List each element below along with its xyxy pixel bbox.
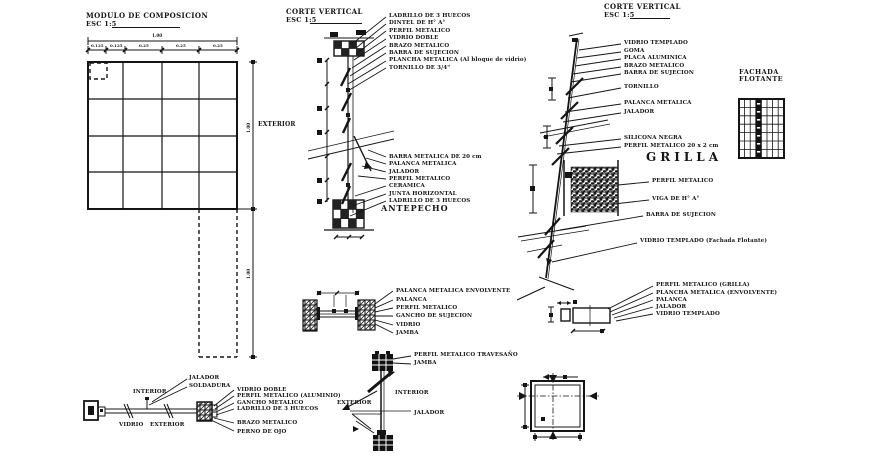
modulo-dim-2: 0.25 — [139, 43, 149, 48]
callout-travesano-jamba: JAMBA — [414, 360, 437, 366]
callout-gp-3: JALADOR — [656, 304, 687, 310]
modulo-grid-drawing — [85, 37, 257, 359]
callout-corte1-top-0: LADRILLO DE 3 HUECOS — [389, 13, 471, 19]
callout-bl-soldadura: SOLDADURA — [189, 383, 231, 389]
callout-bl-right-5: PERNO DE OJO — [237, 429, 287, 435]
callout-bl-right-0: VIDRIO DOBLE — [237, 387, 287, 393]
callout-jamb-5: JAMBA — [396, 330, 419, 336]
callout-corte1-bot-4: CERAMICA — [389, 183, 425, 189]
callout-jamb-0: PALANCA METALICA ENVOLVENTE — [396, 288, 511, 294]
travesano-interior-label: INTERIOR — [395, 390, 429, 396]
callout-corte2-low-1: VIGA DE H° A° — [652, 196, 700, 202]
modulo-dim-4: 0.25 — [213, 43, 223, 48]
callout-corte2-low-3: VIDRIO TEMPLADO (Fachada Flotante) — [640, 238, 768, 244]
callout-gp-0: PERFIL METALICO (GRILLA) — [656, 282, 750, 288]
callout-corte2-top-2: PLACA ALUMINICA — [624, 55, 687, 61]
corte2-title-underline — [630, 18, 670, 19]
corte1-esc: ESC 1:5 — [286, 16, 317, 24]
modulo-esc: ESC 1:5 — [86, 20, 117, 28]
callout-corte2-top-0: VIDRIO TEMPLADO — [624, 40, 688, 46]
modulo-title: MODULO DE COMPOSICION — [86, 11, 209, 20]
square-section-detail-drawing — [517, 373, 599, 441]
callout-corte1-bot-0: BARRA METALICA DE 20 cm — [389, 154, 482, 160]
grilla-heading: GRILLA — [646, 150, 723, 164]
fachada-line1: FACHADA — [739, 68, 779, 76]
corte2-esc: ESC 1:5 — [604, 11, 635, 19]
callout-bl-right-3: LADRILLO DE 3 HUECOS — [237, 406, 319, 412]
callout-corte2-top-1: GOMA — [624, 48, 645, 54]
callout-bl-right-4: BRAZO METALICO — [237, 420, 298, 426]
callout-corte1-top-1: DINTEL DE H° A° — [389, 20, 446, 26]
travesano-exterior-label: EXTERIOR — [337, 400, 372, 406]
callout-gp-2: PALANCA — [656, 297, 687, 303]
callout-corte1-top-2: PERFIL METALICO — [389, 28, 451, 34]
fachada-line2: FLOTANTE — [739, 75, 784, 84]
antepecho-heading: ANTEPECHO — [381, 203, 449, 213]
callout-corte1-top-7: TORNILLO DE 3/4" — [389, 65, 451, 71]
callout-jamb-3: GANCHO DE SUJECION — [396, 313, 473, 319]
bl-interior-label: INTERIOR — [133, 389, 167, 395]
corte2-title: CORTE VERTICAL — [604, 2, 681, 11]
callout-corte1-bot-6: LADRILLO DE 3 HUECOS — [389, 198, 471, 204]
corte1-drawing — [307, 16, 395, 240]
modulo-dim-3: 0.25 — [176, 43, 186, 48]
fachada-flotante-heading: FACHADA FLOTANTE — [739, 68, 784, 84]
callout-corte2-low-2: BARRA DE SUJECION — [646, 212, 716, 218]
callout-travesano-jalador: JALADOR — [414, 410, 445, 416]
callout-corte1-top-3: VIDRIO DOBLE — [389, 35, 439, 41]
corte2-drawing — [517, 32, 650, 280]
travesano-detail-drawing — [342, 351, 412, 451]
callout-corte1-bot-1: PALANCA METALICA — [389, 161, 457, 167]
callout-corte2-mid-1: JALADOR — [624, 109, 655, 115]
callout-bl-right-2: GANCHO METALICO — [237, 400, 304, 406]
bl-vidrio-label: VIDRIO — [119, 422, 144, 428]
callout-jamb-1: PALANCA — [396, 297, 427, 303]
callout-corte1-top-4: BRAZO METALICO — [389, 43, 450, 49]
corte1-title: CORTE VERTICAL — [286, 7, 363, 16]
callout-travesano-perfil: PERFIL METALICO TRAVESAÑO — [414, 352, 518, 358]
modulo-title-underline — [112, 27, 180, 28]
modulo-dim-right-top: 1.00 — [246, 122, 251, 133]
callout-corte1-bot-5: JUNTA HORIZONTAL — [389, 191, 457, 197]
callout-corte1-top-5: BARRA DE SUJECION — [389, 50, 459, 56]
fachada-flotante-grid — [738, 98, 785, 159]
callout-gp-4: VIDRIO TEMPLADO — [656, 311, 720, 317]
callout-corte1-bot-2: JALADOR — [389, 169, 420, 175]
callout-corte2-sil-1: PERFIL METALICO 20 x 2 cm — [624, 143, 719, 149]
bl-exterior-label: EXTERIOR — [150, 422, 185, 428]
corte1-title-underline — [310, 23, 362, 24]
callout-bl-right-1: PERFIL METALICO (ALUMINIO) — [237, 393, 341, 399]
corte1-exterior-label: EXTERIOR — [258, 121, 296, 128]
callout-corte2-top-3: BRAZO METALICO — [624, 63, 685, 69]
callout-corte1-top-6: PLANCHA METALICA (Al bloque de vidrio) — [389, 57, 527, 63]
modulo-dim-total: 1.00 — [152, 33, 163, 38]
callout-bl-jalador: JALADOR — [189, 375, 220, 381]
modulo-dim-1: 0.125 — [110, 43, 123, 48]
callout-corte2-low-0: PERFIL METALICO — [652, 178, 714, 184]
callout-corte2-top-5: TORNILLO — [624, 84, 659, 90]
callout-corte2-mid-0: PALANCA METALICA — [624, 100, 692, 106]
modulo-dim-0: 0.125 — [91, 43, 104, 48]
callout-jamb-2: PERFIL METALICO — [396, 305, 458, 311]
callout-gp-1: PLANCHA METALICA (ENVOLVENTE) — [656, 290, 778, 296]
callout-corte2-sil-0: SILICONA NEGRA — [624, 135, 683, 141]
modulo-dim-right-bottom: 1.00 — [246, 268, 251, 279]
bottom-left-detail-drawing — [83, 378, 235, 432]
jamb-detail-drawing — [302, 290, 394, 334]
callout-jamb-4: VIDRIO — [396, 322, 421, 328]
grilla-profile-detail-drawing — [516, 276, 654, 334]
callout-corte1-bot-3: PERFIL METALICO — [389, 176, 451, 182]
callout-corte2-top-4: BARRA DE SUJECION — [624, 70, 694, 76]
